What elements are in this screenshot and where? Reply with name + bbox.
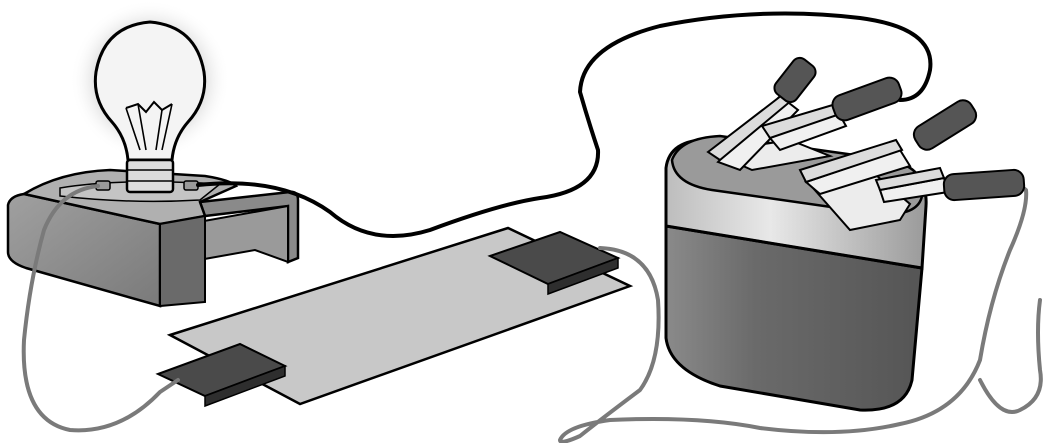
wire-bulb-to-battery: [196, 11, 933, 238]
wire-bulb-to-strip-left: [21, 184, 180, 433]
alligator-clip-icon: [706, 56, 1026, 204]
lantern-battery-icon: [664, 134, 928, 412]
material-sample-icon: [155, 226, 634, 408]
terminal-right-icon: [183, 180, 199, 191]
wire-battery-clip-loop: [978, 298, 1043, 414]
wire-strip-right-to-battery: [558, 182, 1029, 443]
light-bulb-icon: [70, 0, 230, 194]
clip-3: [798, 99, 978, 196]
clip-4: [874, 166, 1026, 204]
clip-1: [706, 56, 817, 172]
clip-2: [760, 76, 903, 152]
